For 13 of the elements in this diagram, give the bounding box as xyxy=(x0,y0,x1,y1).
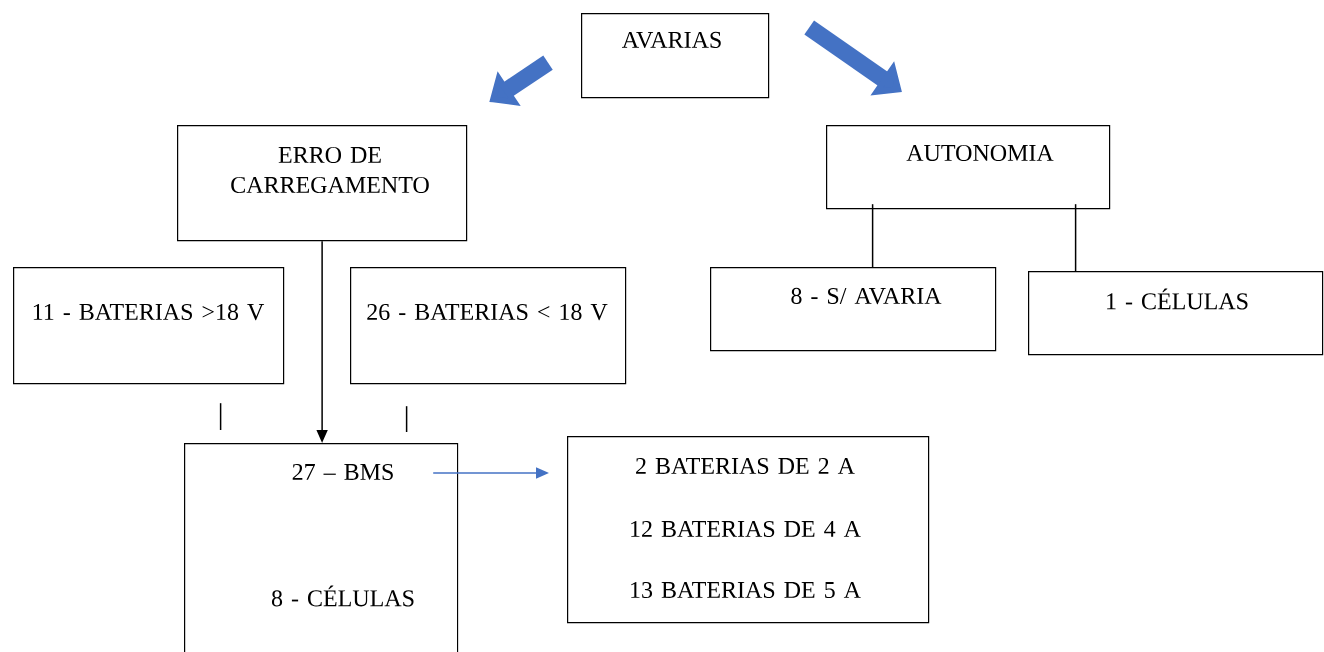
process-box: 26 - BATERIAS < 18 V xyxy=(350,266,627,385)
process-box: 11 - BATERIAS >18 V xyxy=(13,266,285,385)
connector-line xyxy=(219,402,222,431)
connector-line xyxy=(405,405,408,433)
process-box: 1 - CÉLULAS xyxy=(1028,271,1324,356)
process-box: 27 – BMS 8 - CÉLULAS xyxy=(184,443,459,652)
process-box: 2 BATERIAS DE 2 A 12 BATERIAS DE 4 A 13 BATERIAS DE 5 A xyxy=(567,435,930,624)
process-box: 8 - S/ AVARIA xyxy=(710,266,997,352)
process-box: AUTONOMIA xyxy=(826,125,1111,210)
process-box: ERRO DE CARREGAMENTO xyxy=(177,125,468,242)
connector-line xyxy=(871,203,874,268)
connector-line xyxy=(1074,203,1077,272)
process-box: AVARIAS xyxy=(581,13,770,99)
